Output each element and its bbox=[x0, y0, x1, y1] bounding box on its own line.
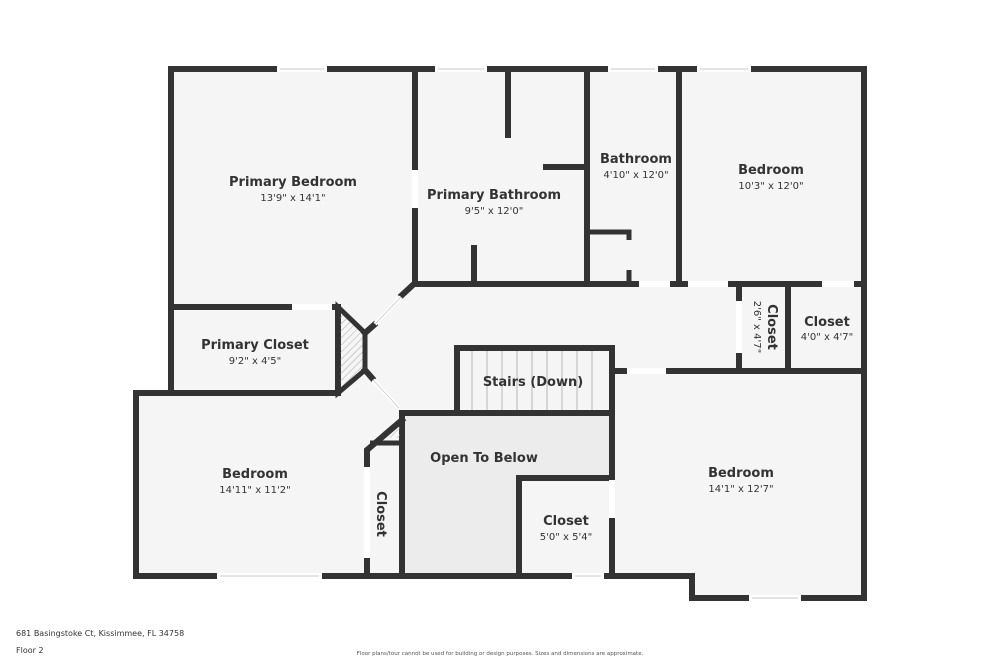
exterior-walls bbox=[133, 66, 867, 601]
room-name: Primary Bathroom bbox=[427, 188, 561, 203]
room-bedroom-se: Bedroom 14'1" x 12'7" bbox=[708, 466, 774, 495]
room-name: Open To Below bbox=[430, 451, 538, 466]
room-name: Closet bbox=[373, 491, 388, 537]
disclaimer: Floor plans/tour cannot be used for buil… bbox=[356, 651, 644, 657]
room-primary-bedroom: Primary Bedroom 13'9" x 14'1" bbox=[229, 175, 357, 204]
room-primary-bathroom: Primary Bathroom 9'5" x 12'0" bbox=[427, 188, 561, 217]
room-dims: 9'5" x 12'0" bbox=[465, 206, 524, 217]
windows bbox=[217, 66, 801, 601]
room-name: Bedroom bbox=[738, 163, 804, 178]
door-openings bbox=[292, 170, 854, 558]
room-bathroom: Bathroom 4'10" x 12'0" bbox=[600, 152, 672, 181]
room-name: Bedroom bbox=[222, 467, 288, 482]
room-name: Bathroom bbox=[600, 152, 672, 167]
room-bedroom-ne: Bedroom 10'3" x 12'0" bbox=[738, 163, 804, 192]
room-dims: 14'11" x 11'2" bbox=[219, 485, 291, 496]
room-dims: 10'3" x 12'0" bbox=[738, 181, 803, 192]
room-bedroom-sw: Bedroom 14'11" x 11'2" bbox=[219, 467, 291, 496]
room-name: Closet bbox=[804, 315, 850, 330]
room-name: Closet bbox=[543, 514, 589, 529]
room-closet-narrow: Closet 2'6" x 4'7" bbox=[751, 301, 779, 353]
room-name: Closet bbox=[764, 304, 779, 350]
room-name: Primary Bedroom bbox=[229, 175, 357, 190]
room-primary-closet: Primary Closet 9'2" x 4'5" bbox=[201, 338, 309, 367]
room-stairs: Stairs (Down) bbox=[483, 375, 583, 390]
room-dims: 14'1" x 12'7" bbox=[708, 484, 773, 495]
room-dims: 4'10" x 12'0" bbox=[603, 170, 668, 181]
room-closet-center: Closet 5'0" x 5'4" bbox=[540, 514, 592, 543]
room-dims: 5'0" x 5'4" bbox=[540, 532, 592, 543]
floor-label: Floor 2 bbox=[16, 646, 44, 655]
room-name: Primary Closet bbox=[201, 338, 309, 353]
room-name: Stairs (Down) bbox=[483, 375, 583, 390]
room-open-to-below: Open To Below bbox=[430, 451, 538, 466]
property-address: 681 Basingstoke Ct, Kissimmee, FL 34758 bbox=[16, 629, 185, 638]
room-dims: 9'2" x 4'5" bbox=[229, 356, 281, 367]
room-closet-sw: Closet bbox=[373, 491, 388, 537]
room-dims: 13'9" x 14'1" bbox=[260, 193, 325, 204]
interior-walls bbox=[168, 66, 867, 579]
room-dims: 2'6" x 4'7" bbox=[751, 301, 762, 353]
stair-treads bbox=[471, 351, 593, 410]
room-closet-ne: Closet 4'0" x 4'7" bbox=[801, 315, 853, 343]
room-dims: 4'0" x 4'7" bbox=[801, 332, 853, 343]
room-name: Bedroom bbox=[708, 466, 774, 481]
